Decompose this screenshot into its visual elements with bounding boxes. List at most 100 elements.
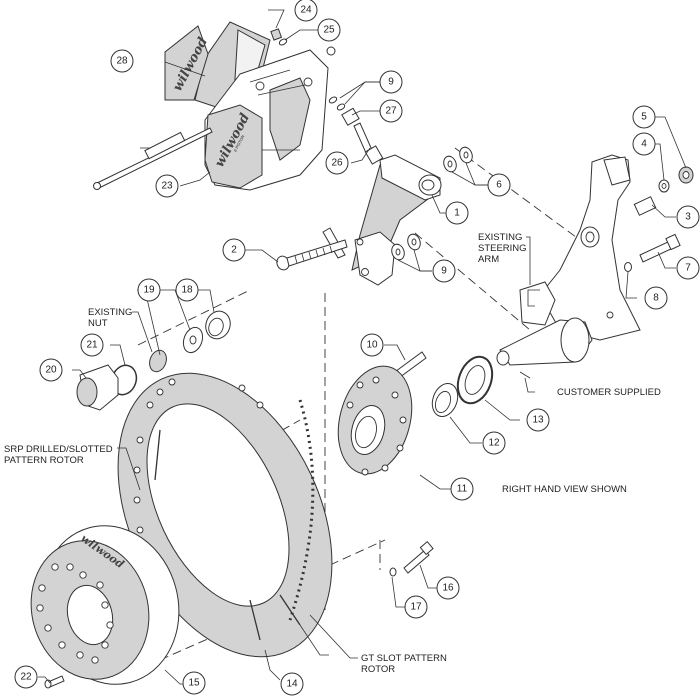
svg-text:1: 1 <box>454 208 460 219</box>
svg-text:7: 7 <box>685 263 691 274</box>
label-right-hand-view: RIGHT HAND VIEW SHOWN <box>502 484 627 495</box>
svg-text:27: 27 <box>385 106 397 117</box>
callout-25: 25 <box>317 18 341 42</box>
callout-7: 7 <box>676 256 700 280</box>
callout-11: 11 <box>450 477 474 501</box>
callout-15: 15 <box>182 671 206 695</box>
spindle-axis-line-left <box>137 289 251 346</box>
rotor-center-opening <box>146 403 290 607</box>
label-customer-supplied: CUSTOMER SUPPLIED <box>557 387 661 398</box>
callout-20: 20 <box>39 358 63 382</box>
callout-1: 1 <box>445 201 469 225</box>
svg-text:17: 17 <box>410 602 422 613</box>
rotor-bolt-hardware <box>389 541 434 577</box>
label-existing-nut-2: NUT <box>88 318 108 329</box>
leader-lines <box>38 9 687 685</box>
callout-19: 19 <box>137 278 161 302</box>
callout-5: 5 <box>632 105 656 129</box>
shim-washer <box>328 96 338 104</box>
callout-4: 4 <box>632 132 656 156</box>
bracket-to-arm-line-top <box>454 147 581 241</box>
label-existing-nut-1: EXISTING <box>88 307 132 318</box>
pad-retaining-pin <box>94 127 213 190</box>
callout-27: 27 <box>379 99 403 123</box>
svg-text:18: 18 <box>181 285 193 296</box>
cotter-pin <box>519 371 531 379</box>
callout-26: 26 <box>325 151 349 175</box>
shim-washers-6 <box>443 146 473 173</box>
svg-text:3: 3 <box>685 212 691 223</box>
callout-21: 21 <box>80 333 104 357</box>
callout-17: 17 <box>404 595 428 619</box>
svg-text:22: 22 <box>20 672 32 683</box>
callout-12: 12 <box>482 431 506 455</box>
caliper-bracket <box>322 154 442 286</box>
callout-16: 16 <box>436 576 460 600</box>
callout-18: 18 <box>175 278 199 302</box>
callout-14: 14 <box>280 672 304 696</box>
svg-text:10: 10 <box>366 340 378 351</box>
existing-nut <box>149 349 167 373</box>
hat-bolt-holes <box>36 563 114 664</box>
callout-28: 28 <box>110 49 134 73</box>
svg-text:23: 23 <box>161 181 173 192</box>
callout-22: 22 <box>14 665 38 689</box>
label-existing-steering-arm-2: STEERING <box>478 243 527 254</box>
caliper: wilwood 6 PISTON <box>93 49 329 191</box>
text-labels: EXISTING STEERING ARM EXISTING NUT CUSTO… <box>4 232 661 675</box>
svg-text:9: 9 <box>388 77 394 88</box>
rotor-washer <box>389 567 397 577</box>
bracket-to-arm-line-bottom <box>414 232 531 331</box>
bracket-bolt <box>276 239 348 271</box>
rotor-bolt-line <box>329 539 386 566</box>
existing-steering-arm <box>519 281 556 326</box>
svg-text:13: 13 <box>532 415 544 426</box>
hat-screw <box>44 675 65 689</box>
rotor-drill-holes <box>133 378 264 559</box>
svg-text:28: 28 <box>116 56 128 67</box>
pad-front <box>164 25 209 101</box>
svg-text:25: 25 <box>323 25 335 36</box>
rotor-vanes <box>288 399 315 621</box>
label-existing-steering-arm-1: EXISTING <box>478 232 522 243</box>
label-gt-rotor-2: ROTOR <box>361 664 395 675</box>
svg-text:2: 2 <box>231 245 237 256</box>
label-srp-rotor-2: PATTERN ROTOR <box>4 455 84 466</box>
washer-8 <box>624 262 632 272</box>
svg-text:11: 11 <box>457 484 468 495</box>
svg-text:19: 19 <box>143 285 155 296</box>
svg-text:14: 14 <box>286 679 298 690</box>
spacer <box>341 107 360 126</box>
outer-hardware <box>76 310 231 411</box>
rotor-slots <box>154 429 301 641</box>
rotor <box>117 372 333 658</box>
hub <box>337 365 413 476</box>
shim-washer <box>336 103 346 111</box>
svg-text:24: 24 <box>300 5 312 16</box>
callout-6: 6 <box>487 173 511 197</box>
callout-24: 24 <box>294 0 318 22</box>
svg-text:15: 15 <box>188 678 200 689</box>
spacer-3 <box>633 196 657 216</box>
svg-text:12: 12 <box>488 438 500 449</box>
shim-washers-9 <box>391 233 421 261</box>
callout-10: 10 <box>360 333 384 357</box>
svg-text:8: 8 <box>653 293 659 304</box>
bleeder-screw <box>270 28 283 41</box>
svg-text:20: 20 <box>45 365 57 376</box>
callout-23: 23 <box>155 174 179 198</box>
callout-13: 13 <box>526 408 550 432</box>
callout-2: 2 <box>222 238 246 262</box>
svg-text:21: 21 <box>86 340 98 351</box>
knuckle-hardware <box>624 166 694 272</box>
callout-8: 8 <box>644 286 668 310</box>
svg-text:9: 9 <box>441 266 447 277</box>
callout-9-bottom: 9 <box>432 259 456 283</box>
svg-text:4: 4 <box>641 139 647 150</box>
label-srp-rotor-1: SRP DRILLED/SLOTTED <box>4 444 113 455</box>
label-gt-rotor-1: GT SLOT PATTERN <box>361 653 447 664</box>
caliper-face <box>204 104 263 189</box>
bleeder-parts <box>270 28 336 56</box>
callouts: 28 23 24 25 9 27 26 1 6 5 4 3 7 8 9 2 19… <box>14 0 700 696</box>
